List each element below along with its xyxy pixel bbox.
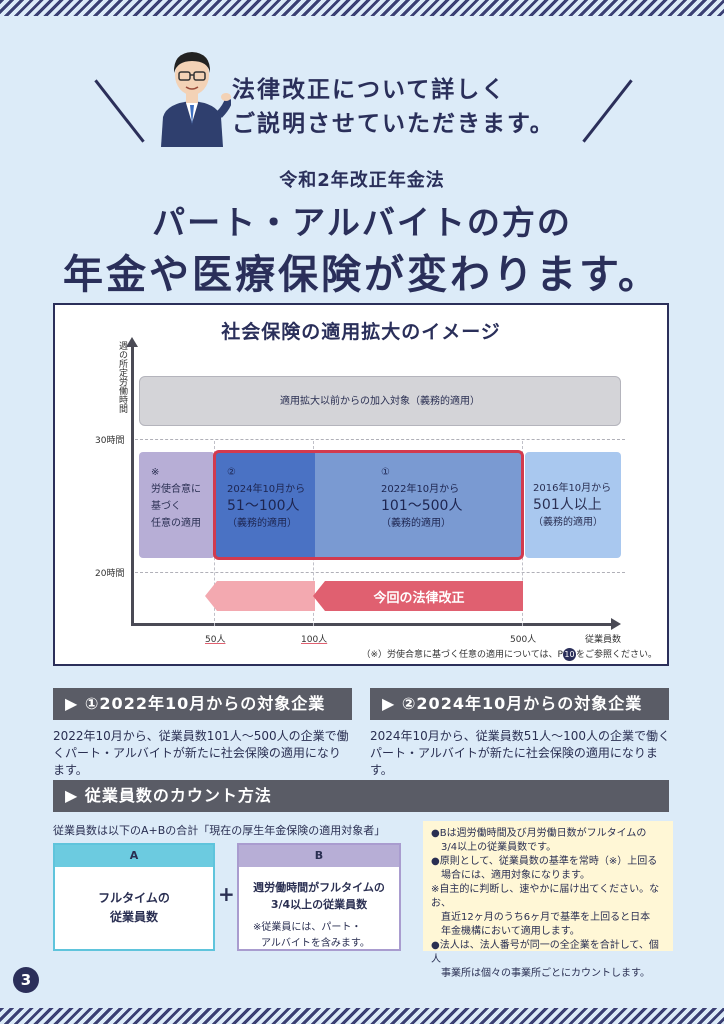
footnote-end: をご参照ください。 <box>575 650 657 660</box>
section1-banner: ▶ ①2022年10月からの対象企業 <box>53 688 352 720</box>
coverage-chart: 社会保険の適用拡大のイメージ 週の所定労働時間 30時間 20時間 適用拡大以前… <box>53 303 669 666</box>
chart-footnote: （※）労使合意に基づく任意の適用については、P10をご参照ください。 <box>361 647 657 661</box>
left-slash <box>94 79 145 143</box>
presenter-illustration <box>161 52 231 147</box>
x-tick-100: 100人 <box>301 635 328 645</box>
band-existing: 適用拡大以前からの加入対象（義務的適用） <box>139 376 621 426</box>
y-tick-30h: 30時間 <box>95 436 125 446</box>
card-a: A フルタイムの 従業員数 <box>53 843 215 951</box>
note-line: 直近12ヶ月のうち6ヶ月で基準を上回ると日本 <box>431 912 651 923</box>
block-2022-l2: 101〜500人 <box>381 498 463 514</box>
note-line: ※自主的に判断し、速やかに届け出てください。なお、 <box>431 884 660 909</box>
page-number: 3 <box>13 967 39 993</box>
card-b-l2: 3/4以上の従業員数 <box>270 898 368 911</box>
block-2022-l1: 2022年10月から <box>381 484 460 495</box>
block-2016-l3: （義務的適用） <box>533 517 603 528</box>
section3-lead: 従業員数は以下のA+Bの合計「現在の厚生年金保険の適用対象者」 <box>53 824 386 837</box>
bottom-stripe <box>0 1008 724 1024</box>
block-2024-l1: 2024年10月から <box>227 484 306 495</box>
section1-text: 2022年10月から、従業員数101人〜500人の企業で働くパート・アルバイトが… <box>53 729 349 777</box>
card-a-l1: フルタイムの <box>98 891 170 905</box>
block-2016: 2016年10月から 501人以上 （義務的適用） <box>525 452 621 558</box>
y-tick-20h: 20時間 <box>95 569 125 579</box>
y-axis <box>131 345 134 625</box>
block-voluntary-l3: 任意の適用 <box>151 518 201 529</box>
page-title-line1: パート・アルバイトの方の <box>152 203 572 242</box>
block-2024-mark: ② <box>227 467 236 478</box>
card-a-head: A <box>55 845 213 867</box>
x-tick-500: 500人 <box>510 635 537 645</box>
card-b-head: B <box>239 845 399 867</box>
plus-sign: + <box>218 882 235 906</box>
gridline-30h <box>135 439 625 440</box>
x-axis-label: 従業員数 <box>585 635 622 645</box>
block-voluntary-l2: 基づく <box>151 501 181 512</box>
top-stripe <box>0 0 724 16</box>
section2-banner: ▶ ②2024年10月からの対象企業 <box>370 688 669 720</box>
chart-title: 社会保険の適用拡大のイメージ <box>221 321 501 343</box>
subtitle: 令和2年改正年金法 <box>279 170 445 191</box>
revision-arrow <box>205 581 523 611</box>
note-line: 3/4以上の従業員数です。 <box>431 842 557 853</box>
band-existing-label: 適用拡大以前からの加入対象（義務的適用） <box>280 396 480 407</box>
card-b: B 週労働時間がフルタイムの 3/4以上の従業員数 ※従業員には、パート・ アル… <box>237 843 401 951</box>
note-line: 事業所は個々の事業所ごとにカウントします。 <box>431 968 650 979</box>
block-2024-l2: 51〜100人 <box>227 498 300 514</box>
note-line: 年金機構において適用します。 <box>431 926 580 937</box>
block-2016-l1: 2016年10月から <box>533 483 612 494</box>
section2-text: 2024年10月から、従業員数51人〜100人の企業で働くパート・アルバイトが新… <box>370 729 670 777</box>
intro-line1: 法律改正について詳しく <box>232 77 507 103</box>
intro-line2: ご説明させていただきます。 <box>232 111 555 137</box>
block-voluntary: ※ 労使合意に 基づく 任意の適用 <box>139 452 215 558</box>
block-2022: ① 2022年10月から 101〜500人 （義務的適用） <box>315 452 523 558</box>
note-line: ●法人は、法人番号が同一の全企業を合計して、個人 <box>431 940 659 965</box>
page-title-line2: 年金や医療保険が変わります。 <box>63 252 661 298</box>
gridline-20h <box>135 572 625 573</box>
x-axis <box>131 623 611 626</box>
card-b-n2: アルバイトを含みます。 <box>261 938 370 949</box>
y-axis-arrow <box>126 337 138 347</box>
block-voluntary-l1: 労使合意に <box>151 484 201 495</box>
note-line: ●原則として、従業員数の基準を常時（※）上回る <box>431 856 658 867</box>
note-line: ●Bは週労働時間及び月労働日数がフルタイムの <box>431 828 647 839</box>
section3-banner: ▶ 従業員数のカウント方法 <box>53 780 669 812</box>
block-2024: ② 2024年10月から 51〜100人 （義務的適用） <box>215 452 315 558</box>
block-2022-mark: ① <box>381 467 390 478</box>
x-tick-50: 50人 <box>205 635 226 645</box>
y-axis-label: 週の所定労働時間 <box>117 341 127 413</box>
notes-box: ●Bは週労働時間及び月労働日数がフルタイムの 3/4以上の従業員数です。 ●原則… <box>423 821 673 979</box>
block-2016-l2: 501人以上 <box>533 497 602 513</box>
card-b-l1: 週労働時間がフルタイムの <box>253 881 385 894</box>
block-2024-l3: （義務的適用） <box>227 518 297 529</box>
page-ref-badge: 10 <box>562 648 576 661</box>
card-a-l2: 従業員数 <box>109 910 158 924</box>
x-axis-arrow <box>611 618 621 630</box>
right-slash <box>582 79 633 143</box>
block-voluntary-mark: ※ <box>151 467 160 478</box>
footnote-text: （※）労使合意に基づく任意の適用については、P <box>361 650 563 660</box>
change-highlight-border <box>213 450 524 560</box>
card-b-n1: ※従業員には、パート・ <box>253 922 362 933</box>
note-line: 場合には、適用対象になります。 <box>431 870 590 881</box>
block-2022-l3: （義務的適用） <box>381 518 451 529</box>
revision-arrow-label: 今回の法律改正 <box>373 591 465 606</box>
